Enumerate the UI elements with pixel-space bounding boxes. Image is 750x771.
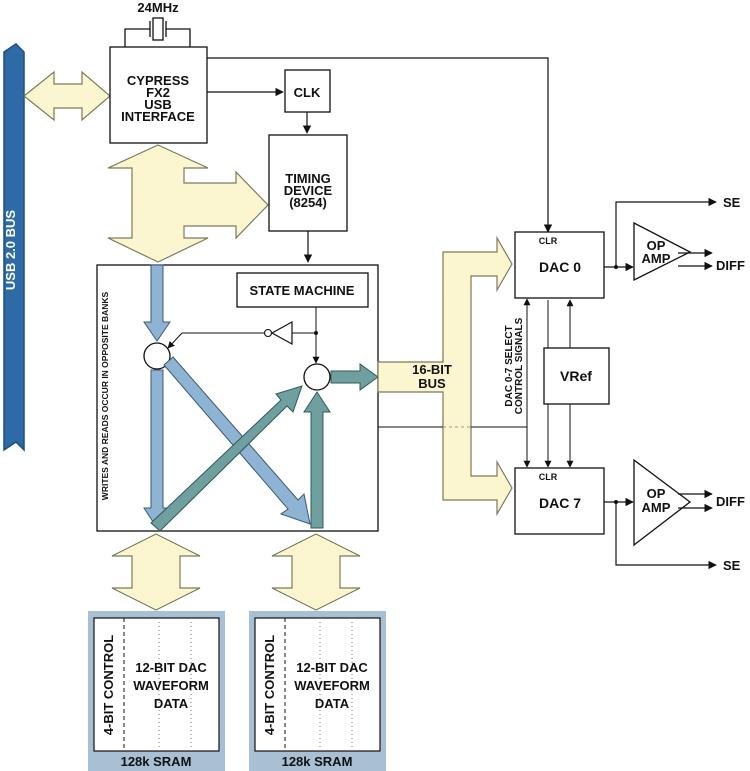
clk-box: CLK bbox=[284, 69, 331, 113]
right-switch-node bbox=[303, 363, 331, 391]
vref-box: VRef bbox=[543, 347, 610, 405]
timing-line2: DEVICE bbox=[284, 183, 333, 198]
write-path-arrows bbox=[143, 264, 311, 529]
clk-label: CLK bbox=[294, 85, 321, 100]
dac0-box: CLR DAC 0 bbox=[514, 231, 605, 299]
state-machine-box: STATE MACHINE bbox=[236, 272, 369, 308]
left-sram-block: 4-BIT CONTROL 12-BIT DAC WAVEFORM DATA 1… bbox=[88, 611, 225, 771]
right-sram-line2: WAVEFORM bbox=[294, 678, 370, 693]
right-sram-line1: 12-BIT DAC bbox=[296, 660, 368, 675]
dac0-clr-label: CLR bbox=[539, 236, 558, 246]
bus-16bit-line1: 16-BIT bbox=[412, 362, 452, 377]
inverter-symbol bbox=[270, 320, 293, 346]
cypress-to-dac-clear-line bbox=[207, 57, 553, 233]
left-sram-line1: 12-BIT DAC bbox=[135, 660, 207, 675]
diff-bottom-label: DIFF bbox=[716, 494, 745, 509]
timing-device-box: TIMING DEVICE (8254) bbox=[268, 134, 348, 232]
read-path-arrows bbox=[150, 363, 379, 532]
vref-label: VRef bbox=[560, 368, 592, 384]
dac7-box: CLR DAC 7 bbox=[514, 467, 605, 535]
right-sram-control-label: 4-BIT CONTROL bbox=[262, 635, 277, 735]
usb-cypress-arrow bbox=[23, 70, 111, 122]
select-note-line1: DAC 0-7 SELECT bbox=[504, 325, 515, 406]
right-sram-caption: 128k SRAM bbox=[282, 754, 353, 769]
left-sram-caption: 128k SRAM bbox=[121, 754, 192, 769]
left-sram-bus-arrow bbox=[111, 533, 201, 611]
cypress-main-bus-arrow bbox=[107, 144, 269, 263]
diff-top-label: DIFF bbox=[716, 258, 745, 273]
opamp-top-symbol bbox=[633, 221, 692, 282]
opamp-bottom-line2: AMP bbox=[642, 500, 671, 515]
select-note-line2: CONTROL SIGNALS bbox=[514, 317, 525, 414]
bottom-output-stage: OP AMP DIFF SE bbox=[604, 458, 745, 573]
cypress-line1: CYPRESS bbox=[127, 73, 189, 88]
opamp-bottom-line1: OP bbox=[647, 486, 666, 501]
bus-16bit-line2: BUS bbox=[418, 376, 446, 391]
opamp-top-line1: OP bbox=[647, 238, 666, 253]
bus-16bit-arrow bbox=[377, 235, 513, 517]
left-sram-line2: WAVEFORM bbox=[133, 678, 209, 693]
crystal-oscillator: 24MHz bbox=[124, 0, 191, 47]
left-switch-node bbox=[143, 342, 171, 370]
left-sram-control-label: 4-BIT CONTROL bbox=[101, 635, 116, 735]
dac0-label: DAC 0 bbox=[539, 259, 581, 275]
left-sram-line3: DATA bbox=[154, 696, 189, 711]
dac7-label: DAC 7 bbox=[539, 495, 581, 511]
cypress-fx2-box: CYPRESS FX2 USB INTERFACE bbox=[109, 46, 208, 144]
bank-controller-box bbox=[96, 264, 379, 532]
top-output-stage: OP AMP SE DIFF bbox=[604, 195, 745, 282]
cypress-line2: FX2 bbox=[146, 85, 170, 100]
dac7-clr-label: CLR bbox=[539, 472, 558, 482]
state-machine-label: STATE MACHINE bbox=[250, 283, 355, 298]
right-sram-line3: DATA bbox=[315, 696, 350, 711]
right-sram-block: 4-BIT CONTROL 12-BIT DAC WAVEFORM DATA 1… bbox=[249, 611, 386, 771]
cypress-line3: USB bbox=[144, 97, 171, 112]
usb-bus-label: USB 2.0 BUS bbox=[3, 210, 18, 291]
opamp-bottom-symbol bbox=[633, 458, 692, 547]
se-top-label: SE bbox=[723, 195, 741, 210]
banks-note: WRITES AND READS OCCUR IN OPPOSITE BANKS bbox=[100, 291, 110, 500]
timing-line3: (8254) bbox=[289, 195, 327, 210]
right-sram-bus-arrow bbox=[271, 533, 361, 611]
timing-line1: TIMING bbox=[285, 171, 331, 186]
se-bottom-label: SE bbox=[723, 558, 741, 573]
crystal-frequency-label: 24MHz bbox=[137, 0, 179, 15]
opamp-top-line2: AMP bbox=[642, 251, 671, 266]
usb-bus-bar: USB 2.0 BUS bbox=[3, 43, 25, 452]
cypress-line4: INTERFACE bbox=[121, 109, 195, 124]
